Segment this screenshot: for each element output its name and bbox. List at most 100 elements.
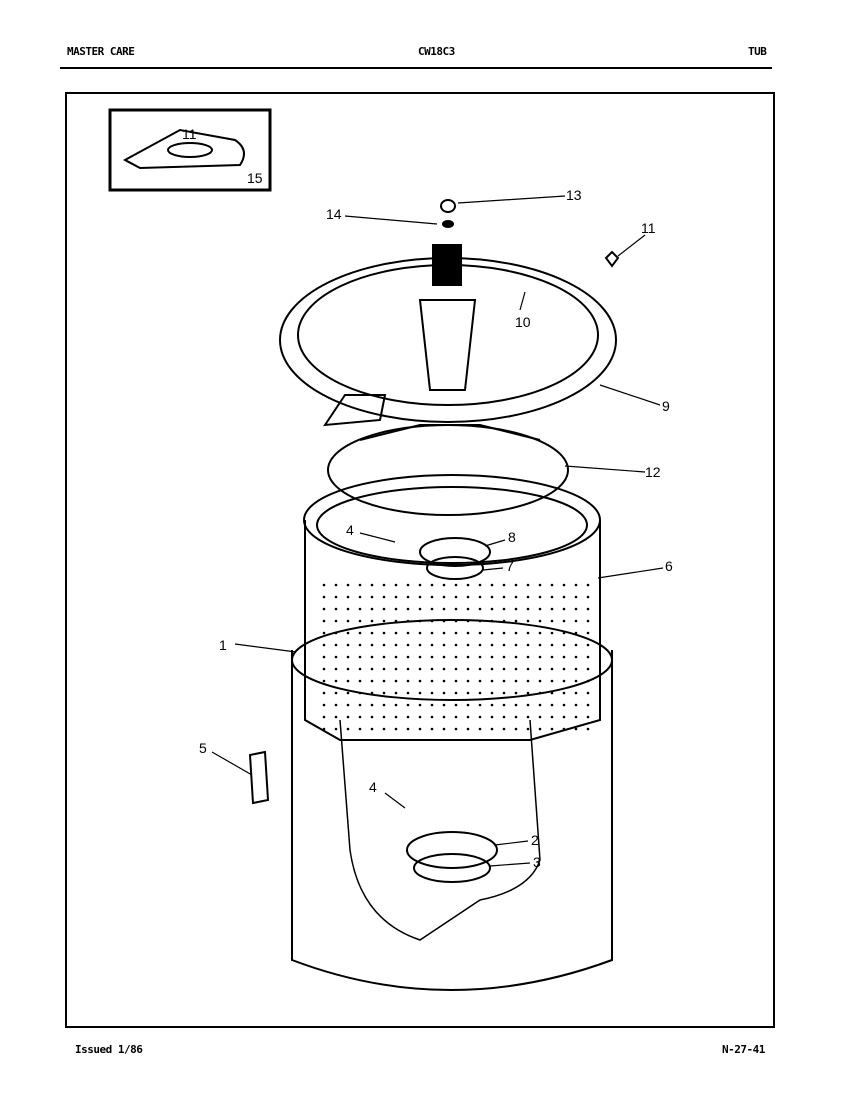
inset-callout-11: 11 — [182, 126, 197, 142]
perforation-dot — [478, 655, 482, 659]
perforation-dot — [550, 655, 554, 659]
perforation-dot — [466, 727, 470, 731]
perforation-dot — [454, 595, 458, 599]
perforation-dot — [394, 655, 398, 659]
perforation-dot — [394, 667, 398, 671]
perforation-dot — [370, 703, 374, 707]
perforation-dot — [562, 583, 566, 587]
perforation-dot — [394, 715, 398, 719]
perforation-dot — [406, 679, 410, 683]
inset-box: 11 15 — [108, 108, 272, 192]
perforation-dot — [454, 631, 458, 635]
perforation-dot — [406, 607, 410, 611]
perforation-dot — [346, 583, 350, 587]
perforation-dot — [514, 619, 518, 623]
perforation-dot — [382, 679, 386, 683]
perforation-dot — [586, 727, 590, 731]
perforation-dot — [586, 619, 590, 623]
perforation-dot — [586, 691, 590, 695]
perforation-dot — [358, 595, 362, 599]
perforation-dot — [478, 691, 482, 695]
perforation-dot — [502, 619, 506, 623]
perforation-dot — [454, 679, 458, 683]
perforation-dot — [466, 655, 470, 659]
perforation-dot — [442, 715, 446, 719]
perforation-dot — [526, 595, 530, 599]
perforation-dot — [538, 583, 542, 587]
perforation-dot — [382, 607, 386, 611]
perforation-dot — [514, 679, 518, 683]
perforation-dot — [550, 643, 554, 647]
perforation-dot — [562, 715, 566, 719]
perforation-dot — [334, 619, 338, 623]
perforation-dot — [334, 679, 338, 683]
perforation-dot — [550, 583, 554, 587]
perforation-dot — [466, 715, 470, 719]
perforation-dot — [430, 583, 434, 587]
perforation-dot — [490, 655, 494, 659]
perforation-dot — [418, 583, 422, 587]
perforation-dot — [514, 583, 518, 587]
perforation-dot — [586, 667, 590, 671]
perforation-dot — [394, 691, 398, 695]
perforation-dot — [334, 703, 338, 707]
perforation-dot — [358, 619, 362, 623]
perforation-dot — [502, 667, 506, 671]
perforation-dot — [454, 703, 458, 707]
perforation-dot — [322, 655, 326, 659]
perforation-dot — [466, 607, 470, 611]
perforation-dot — [346, 607, 350, 611]
perforation-dot — [574, 643, 578, 647]
perforation-dot — [394, 643, 398, 647]
perforation-dot — [430, 691, 434, 695]
perforation-dot — [538, 715, 542, 719]
perforation-dot — [430, 655, 434, 659]
perforation-dot — [550, 667, 554, 671]
perforation-dot — [418, 715, 422, 719]
perforation-dot — [322, 703, 326, 707]
perforation-dot — [442, 667, 446, 671]
perforation-dot — [526, 631, 530, 635]
inset-callout-15: 15 — [247, 170, 263, 186]
perforation-dot — [406, 667, 410, 671]
perforation-dot — [526, 583, 530, 587]
perforation-dot — [322, 643, 326, 647]
perforation-dot — [562, 691, 566, 695]
perforation-dot — [418, 727, 422, 731]
perforation-dot — [478, 631, 482, 635]
perforation-dot — [562, 727, 566, 731]
perforation-dot — [406, 703, 410, 707]
callout-4-upper: 4 — [346, 522, 354, 538]
footer-issued: Issued 1/86 — [75, 1043, 143, 1056]
perforation-dot — [538, 679, 542, 683]
perforation-dot — [382, 691, 386, 695]
perforation-dot — [550, 631, 554, 635]
perforation-dot — [574, 655, 578, 659]
perforation-dot — [586, 679, 590, 683]
perforation-dot — [454, 643, 458, 647]
perforation-dot — [454, 691, 458, 695]
perforation-dot — [346, 595, 350, 599]
perforation-dot — [322, 679, 326, 683]
perforation-dot — [346, 655, 350, 659]
perforation-dot — [550, 619, 554, 623]
outer-tub — [291, 619, 613, 991]
perforation-dot — [382, 715, 386, 719]
perforation-dot — [574, 619, 578, 623]
perforation-dot — [430, 727, 434, 731]
perforation-dot — [322, 715, 326, 719]
perforation-dot — [406, 655, 410, 659]
perforation-dot — [346, 727, 350, 731]
wash-basket — [303, 474, 601, 741]
perforation-dot — [406, 595, 410, 599]
perforation-dot — [562, 667, 566, 671]
perforation-dot — [346, 619, 350, 623]
perforation-dot — [526, 619, 530, 623]
perforation-dot — [442, 691, 446, 695]
perforation-dot — [382, 703, 386, 707]
perforation-dot — [466, 631, 470, 635]
callout-7: 7 — [506, 558, 514, 574]
perforation-dot — [526, 715, 530, 719]
perforation-dot — [466, 691, 470, 695]
